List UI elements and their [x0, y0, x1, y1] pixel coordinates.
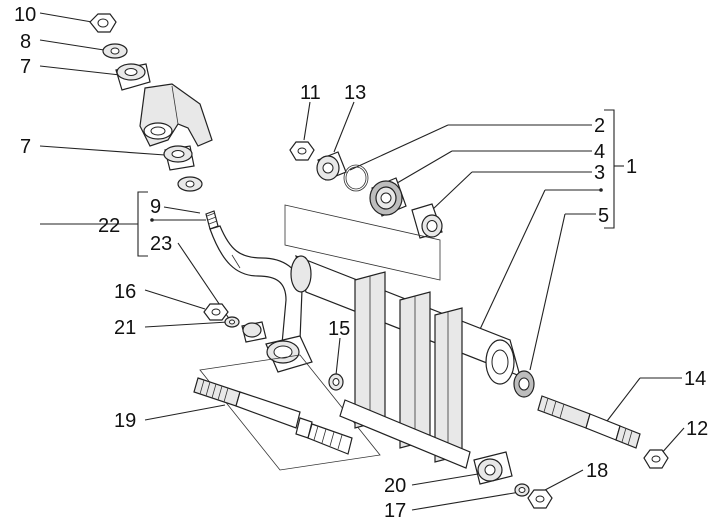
bottom-hardware	[473, 451, 553, 509]
callout-23: 23	[150, 233, 172, 255]
callout-2: 2	[594, 115, 605, 137]
callout-17: 17	[384, 500, 406, 520]
bent-arm-assembly	[205, 210, 313, 373]
callout-3: 3	[594, 162, 605, 184]
callout-10: 10	[14, 4, 36, 26]
bearing-group	[289, 141, 443, 239]
callout-5: 5	[598, 205, 609, 227]
callout-1: 1	[626, 156, 637, 178]
nut-washer-left	[203, 303, 267, 343]
callout-22: 22	[98, 215, 120, 237]
callout-13: 13	[344, 82, 366, 104]
callout-15: 15	[328, 318, 350, 340]
callout-14: 14	[684, 368, 706, 390]
callout-12: 12	[686, 418, 708, 440]
callout-8: 8	[20, 31, 31, 53]
callout-19: 19	[114, 410, 136, 432]
callout-20: 20	[384, 475, 406, 497]
callout-labels: 10 8 7 7 9 22 23 16 21 19 11 13 15 2 4 3…	[14, 4, 708, 520]
callout-7-upper: 7	[20, 56, 31, 78]
leader-lines	[39, 12, 685, 511]
shaft-19-panel	[193, 354, 381, 471]
callout-4: 4	[594, 141, 605, 163]
upper-left-hardware	[89, 13, 213, 192]
callout-16: 16	[114, 281, 136, 303]
callout-9: 9	[150, 196, 161, 218]
shaft-14-group	[537, 395, 669, 469]
callout-11: 11	[300, 82, 321, 104]
callout-18: 18	[586, 460, 608, 482]
callout-7-lower: 7	[20, 136, 31, 158]
swing-arm-body	[284, 204, 535, 469]
callout-21: 21	[114, 317, 136, 339]
